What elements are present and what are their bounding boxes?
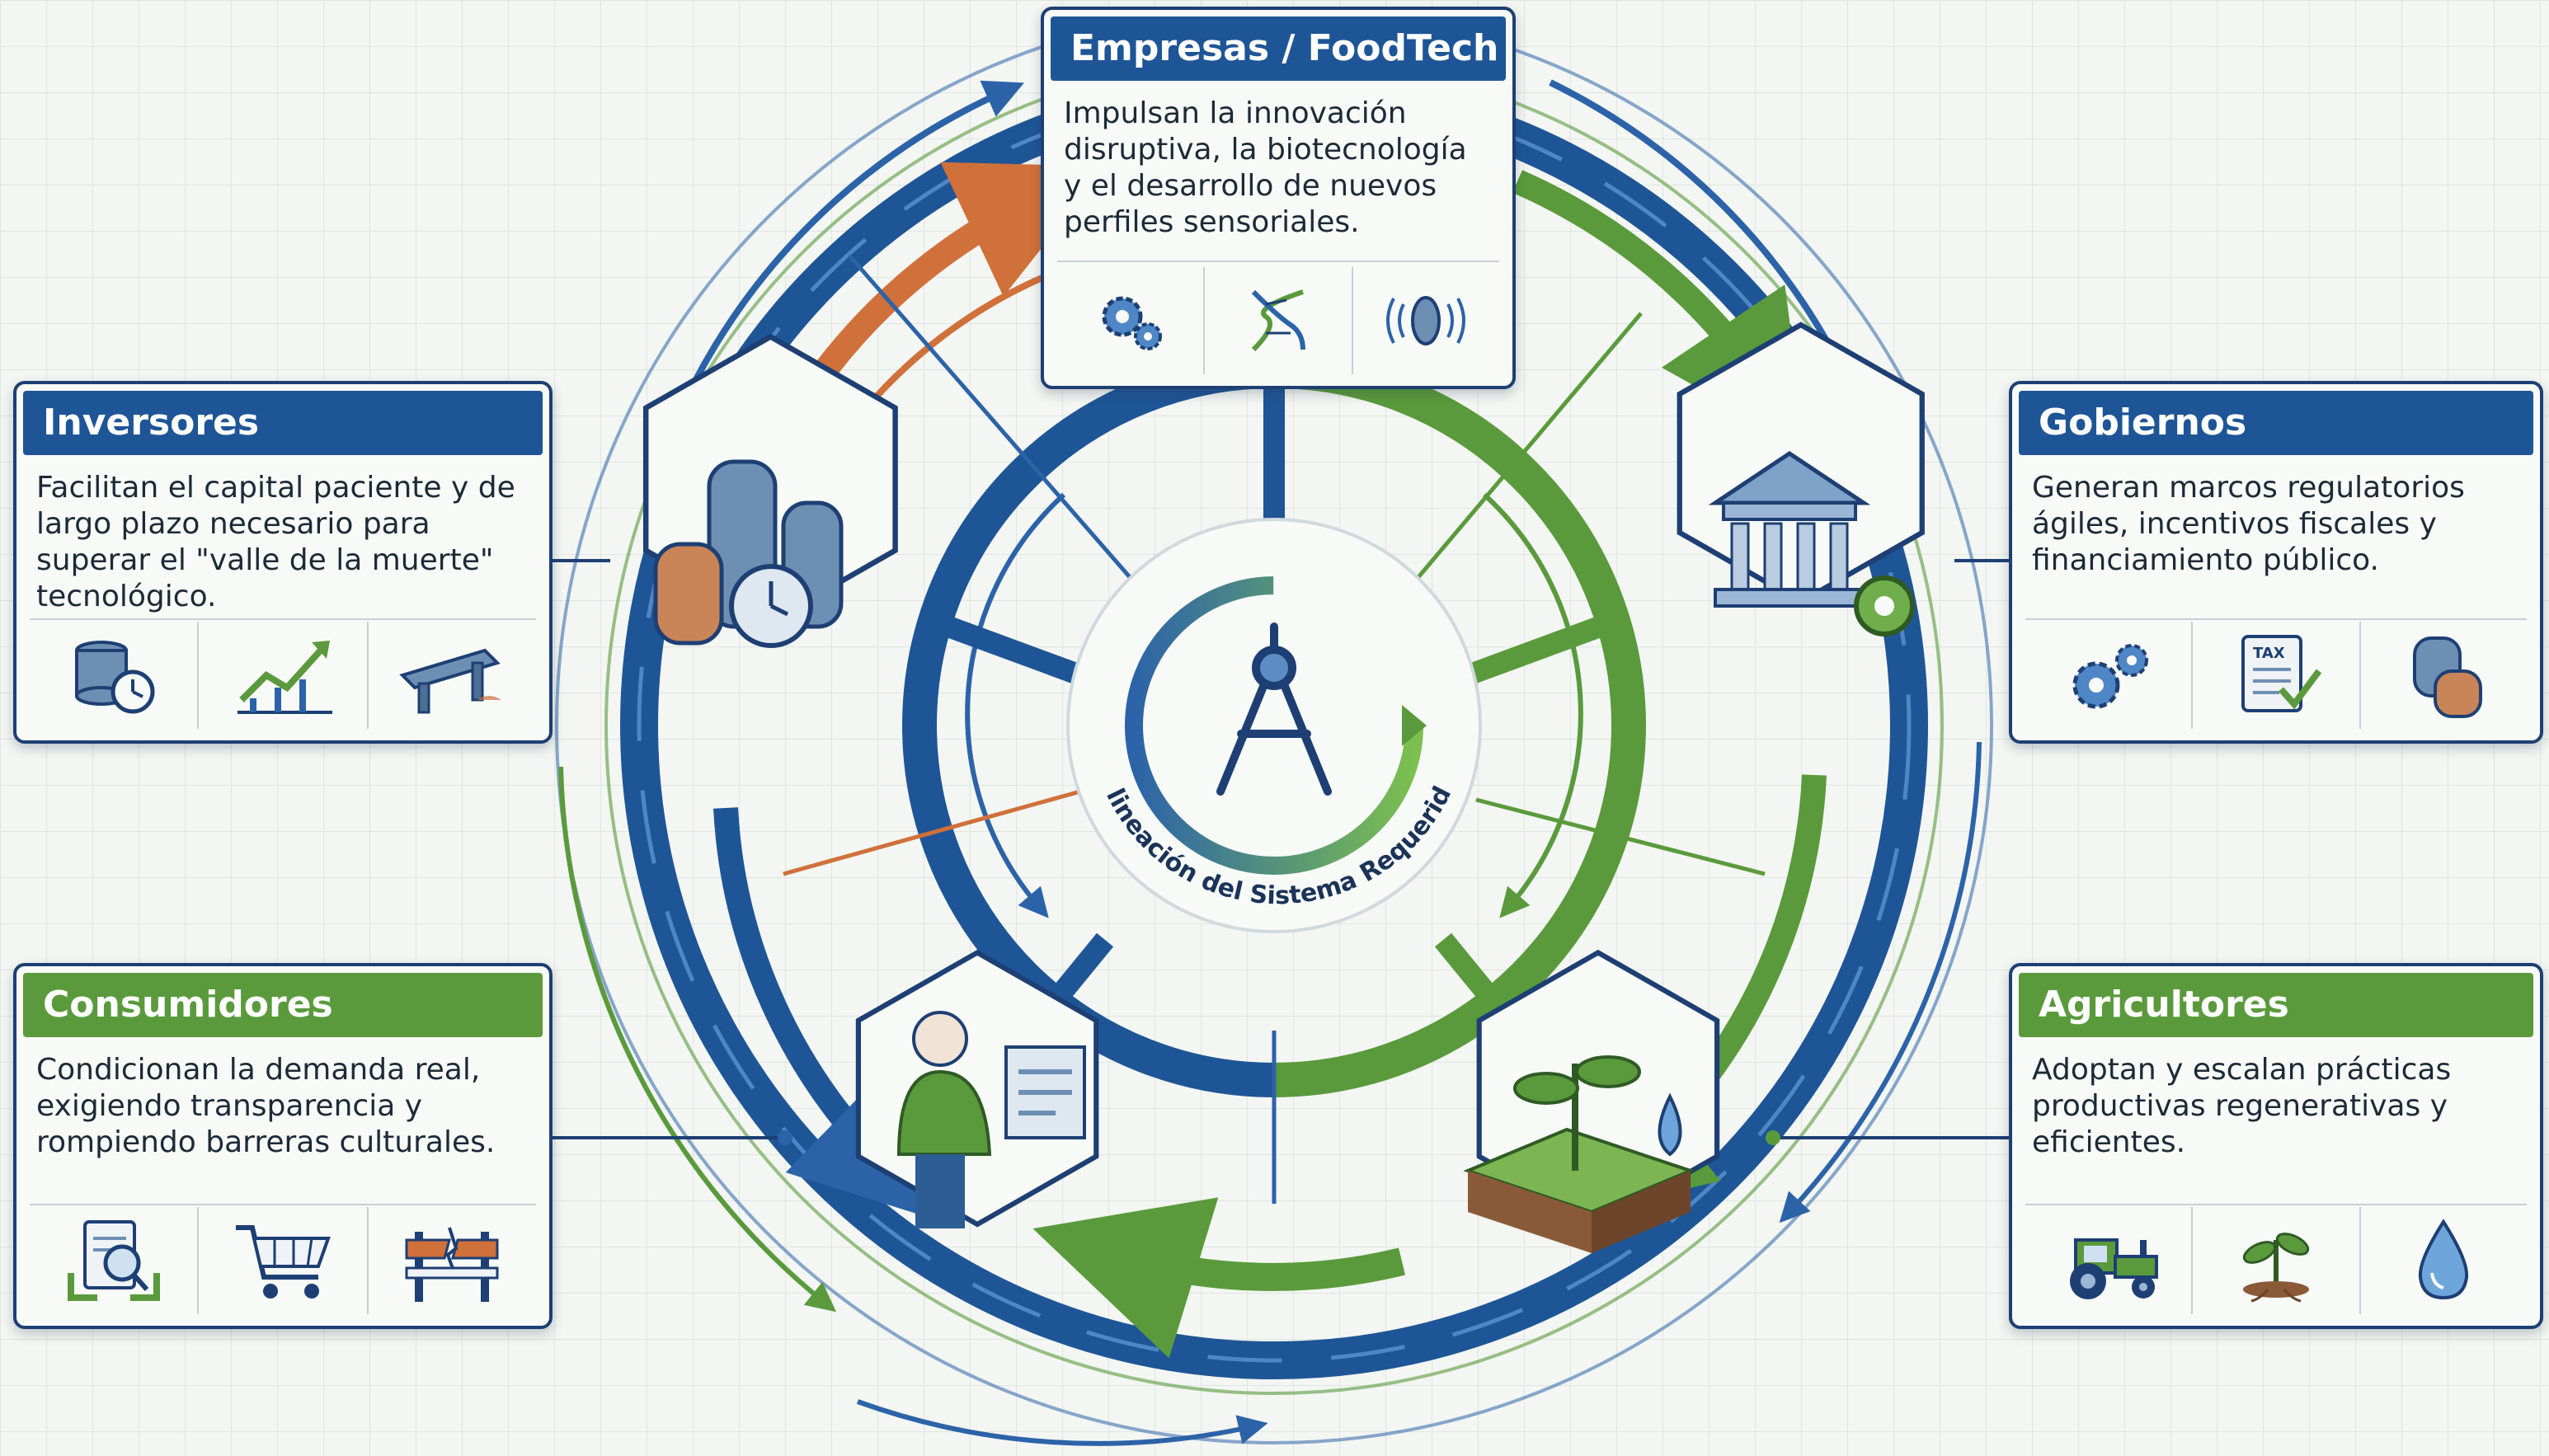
card-title: Agricultores — [2019, 973, 2533, 1037]
card-icons — [30, 622, 536, 729]
connector-consumidores-center — [783, 789, 1081, 876]
card-divider — [2025, 1204, 2527, 1205]
connector-dot-right — [1766, 1130, 1780, 1145]
card-divider — [30, 1204, 536, 1205]
green-arc-outer-lower-left — [558, 766, 837, 1313]
government-building-icon — [1708, 450, 1915, 636]
inner-ring-green — [1273, 354, 1646, 1097]
green-arc-bottom — [1032, 1197, 1406, 1359]
card-title: Empresas / FoodTech — [1051, 16, 1506, 81]
compass-icon — [1216, 622, 1332, 796]
dna-icon — [1203, 267, 1351, 374]
card-gobiernos: Gobiernos Generan marcos regulatorios ág… — [2009, 381, 2543, 744]
card-description: Facilitan el capital paciente y de largo… — [36, 471, 515, 613]
card-title: Gobiernos — [2019, 391, 2533, 455]
hex-agricultores-soil — [1463, 949, 1720, 1253]
orange-arc-upper — [815, 162, 1107, 379]
center-arc-arrow — [1402, 705, 1427, 746]
connector-gobiernos-center — [1417, 312, 1643, 579]
person-screen-icon — [896, 1011, 1086, 1228]
database-clock-icon — [30, 622, 197, 729]
card-description: Impulsan la innovación disruptiva, la bi… — [1064, 96, 1467, 239]
connector-empresas-center — [848, 254, 1131, 579]
card-empresas: Empresas / FoodTech Impulsan la innovaci… — [1041, 7, 1516, 389]
card-title: Inversores — [23, 391, 543, 455]
plant-icon — [2191, 1207, 2359, 1314]
growth-chart-icon — [197, 622, 366, 729]
inner-arc-blue — [965, 492, 1066, 918]
water-drop-icon — [2359, 1207, 2527, 1314]
gears-icon — [2025, 622, 2191, 729]
document-search-icon — [30, 1207, 197, 1314]
connector-dot-left — [778, 1130, 792, 1145]
card-divider — [1057, 261, 1499, 262]
tax-document-icon: TAX — [2191, 622, 2359, 729]
blue-arc-outer-lower-right — [1779, 741, 1982, 1224]
card-description: Adoptan y escalan prácticas productivas … — [2032, 1053, 2452, 1159]
card-divider — [2025, 618, 2527, 620]
card-icons — [2025, 1207, 2527, 1314]
card-agricultores: Agricultores Adoptan y escalan prácticas… — [2009, 963, 2543, 1329]
card-description: Condicionan la demanda real, exigiendo t… — [36, 1053, 496, 1159]
card-divider — [30, 618, 536, 620]
tractor-icon — [2025, 1207, 2191, 1314]
card-inversores: Inversores Facilitan el capital paciente… — [13, 381, 553, 744]
sensor-icon — [1351, 267, 1499, 374]
card-icons — [30, 1207, 536, 1314]
hex-gobiernos-building — [1677, 322, 1925, 636]
connector-agricultores-center — [1475, 797, 1766, 876]
tax-label: TAX — [2253, 645, 2285, 662]
blue-arc-outer-bottom — [856, 1399, 1268, 1446]
shopping-cart-icon — [197, 1207, 366, 1314]
inner-ring-blue — [902, 354, 1275, 1097]
bridge-icon — [366, 622, 536, 729]
card-icons — [1057, 267, 1499, 374]
card-description: Generan marcos regulatorios ágiles, ince… — [2032, 471, 2465, 577]
coins-clock-icon — [653, 459, 844, 648]
blue-arc-left — [713, 807, 944, 1223]
gears-icon — [1057, 267, 1203, 374]
inner-arc-green — [1482, 492, 1583, 918]
card-icons: TAX — [2025, 622, 2527, 729]
soil-plant-icon — [1463, 1055, 1695, 1253]
broken-barrier-icon — [366, 1207, 536, 1314]
card-consumidores: Consumidores Condicionan la demanda real… — [13, 963, 553, 1329]
card-title: Consumidores — [23, 973, 543, 1037]
hex-inversores-coins-clock — [642, 333, 898, 648]
hex-consumidores-person — [855, 949, 1099, 1228]
green-arc-upper-right — [1512, 170, 1807, 449]
coins-icon — [2359, 622, 2527, 729]
